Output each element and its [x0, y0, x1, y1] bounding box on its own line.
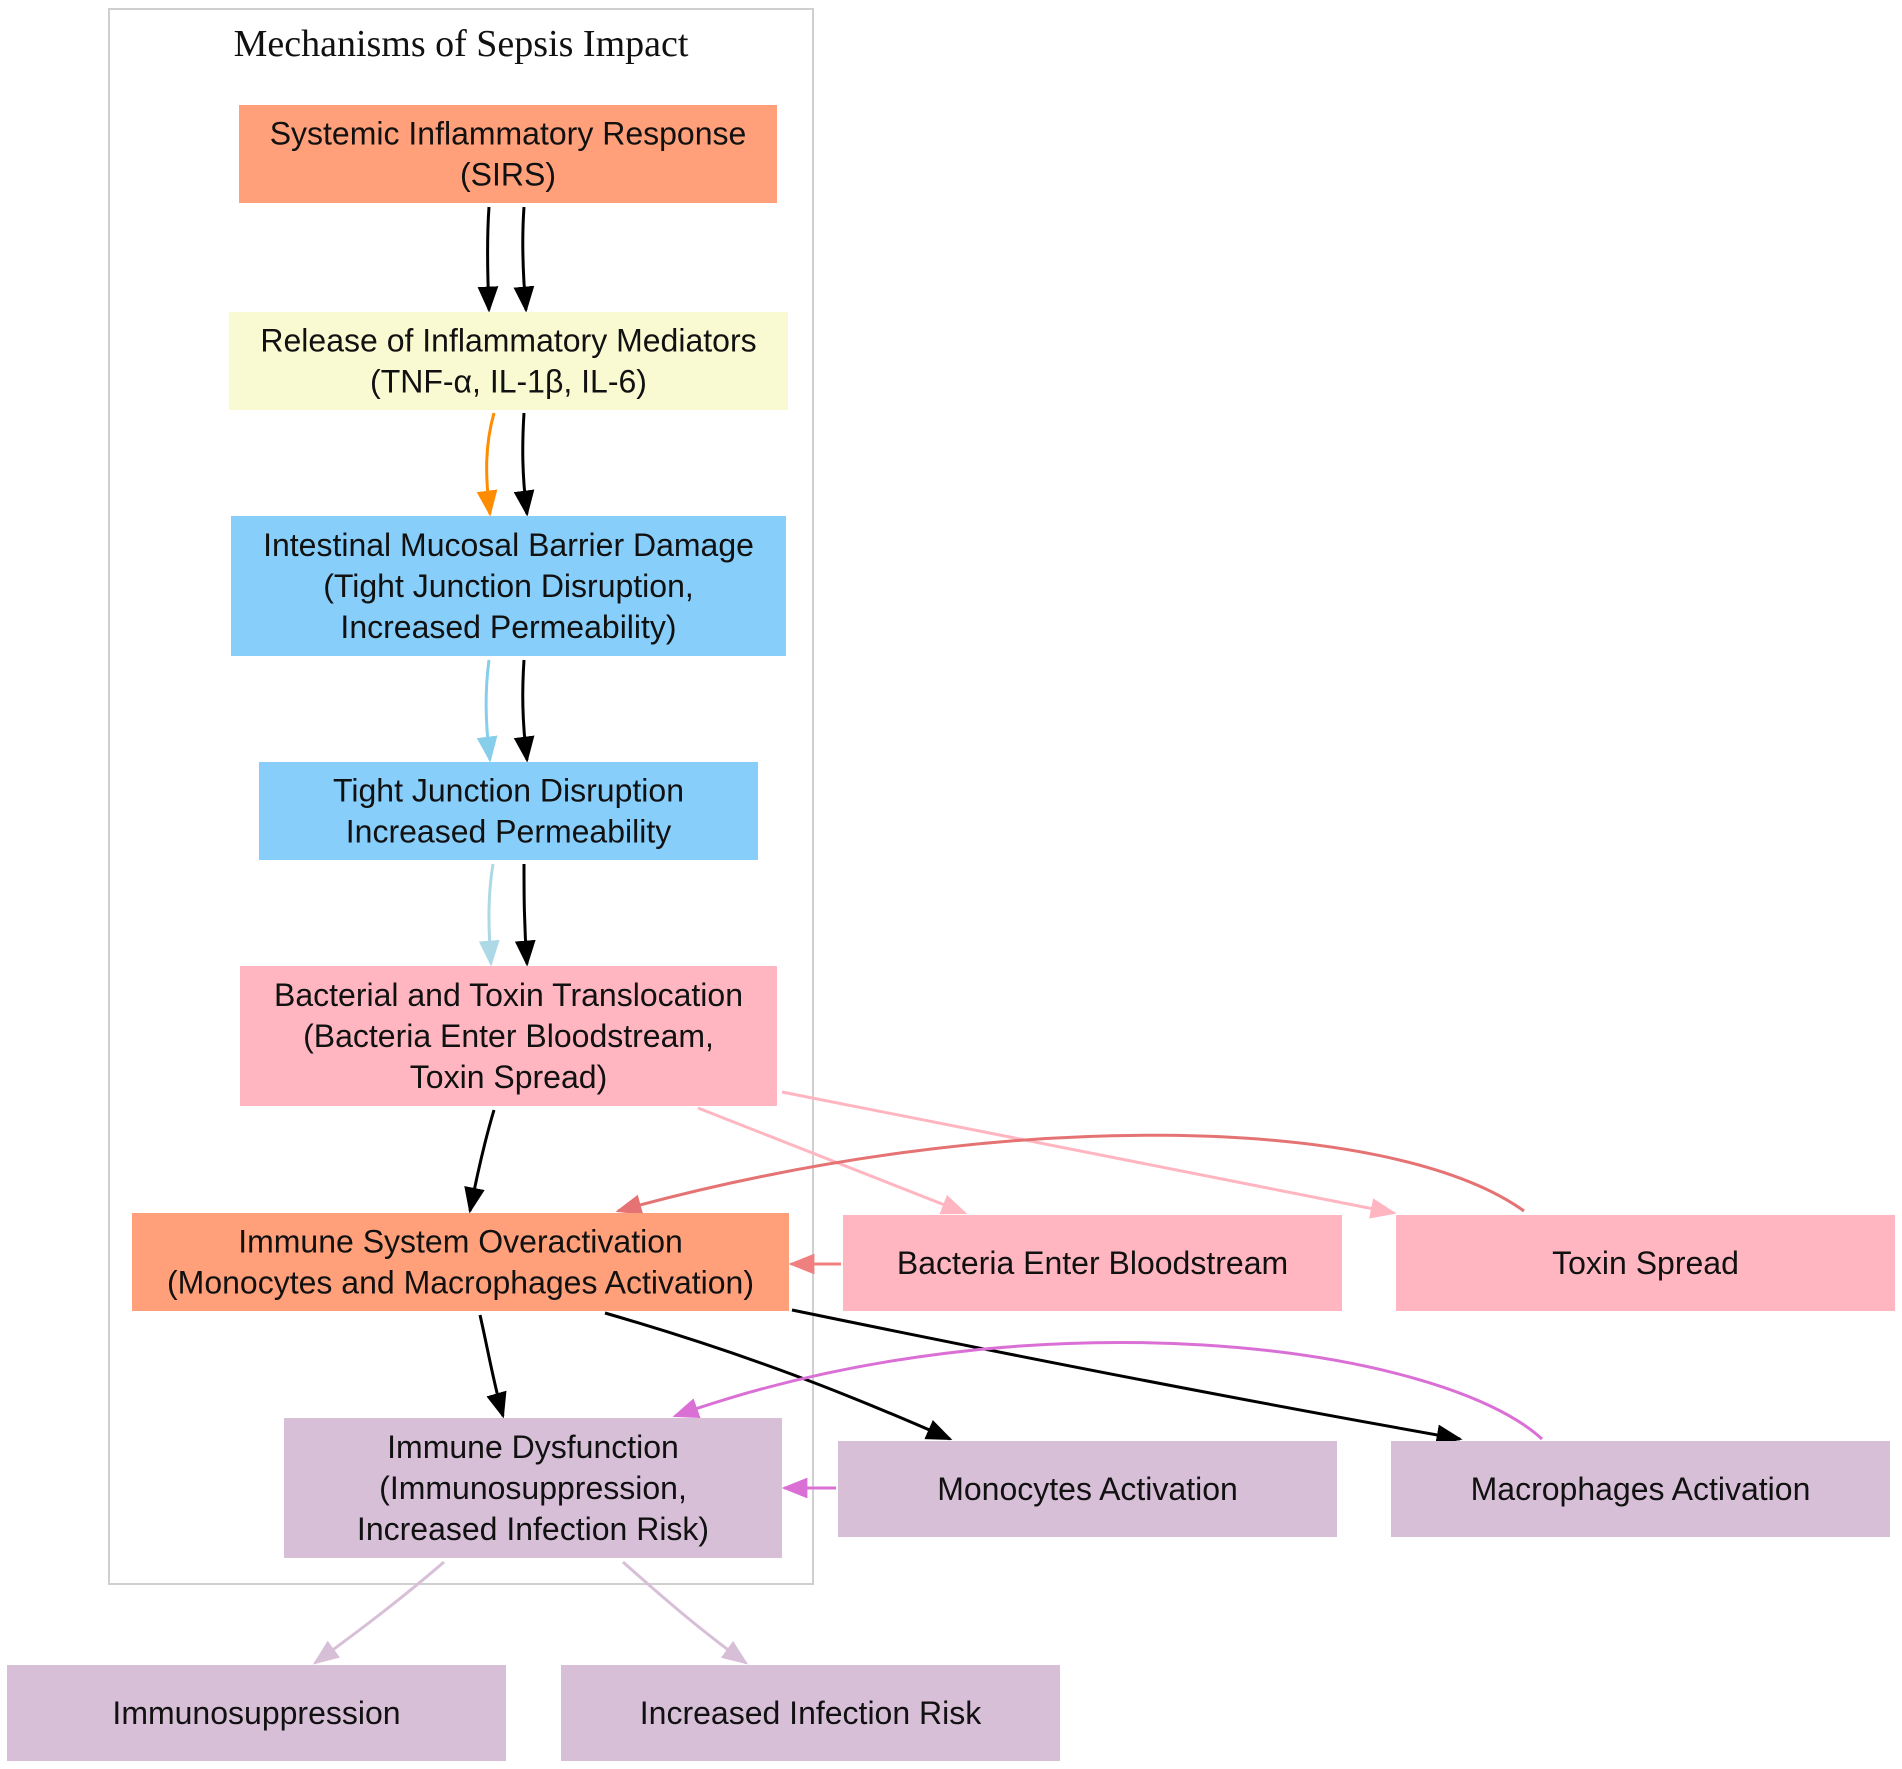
edge-sirs-to-mediators	[513, 206, 535, 313]
node-immunosuppression: Immunosuppression	[7, 1665, 506, 1761]
nodes-layer: Systemic Inflammatory Response (SIRS) Rele…	[7, 105, 1895, 1761]
node-toxin: Toxin Spread	[1396, 1215, 1895, 1311]
node-bloodstream: Bacteria Enter Bloodstream	[843, 1215, 1342, 1311]
node-label-dysfunction: Increased Infection Risk)	[357, 1511, 709, 1547]
node-label-barrier: Increased Permeability)	[340, 609, 676, 645]
node-box-macrophages	[1391, 1441, 1890, 1537]
node-label-sirs: (SIRS)	[460, 157, 556, 193]
node-box-barrier	[231, 516, 786, 656]
node-label-translocation: (Bacteria Enter Bloodstream,	[303, 1018, 714, 1054]
edge-overactivation-to-dysfunction	[478, 1314, 507, 1419]
edges-layer	[312, 206, 1544, 1665]
node-label-mediators: (TNF-α, IL-1β, IL-6)	[370, 364, 647, 400]
node-label-translocation: Toxin Spread)	[410, 1059, 607, 1095]
node-infection-risk: Increased Infection Risk	[561, 1665, 1060, 1761]
node-label-overactivation: (Monocytes and Macrophages Activation)	[167, 1265, 754, 1301]
edge-translocation-to-toxin	[781, 1090, 1397, 1219]
node-label-monocytes: Monocytes Activation	[937, 1471, 1238, 1507]
node-label-sirs: Systemic Inflammatory Response	[270, 116, 747, 152]
node-sirs: Systemic Inflammatory Response (SIRS)	[239, 105, 777, 203]
node-overactivation: Immune System Overactivation (Monocytes a…	[132, 1213, 789, 1311]
edge-toxin-to-overactivation	[615, 1133, 1525, 1215]
node-label-toxin: Toxin Spread	[1552, 1245, 1739, 1281]
edge-overactivation-to-monocytes	[604, 1311, 953, 1441]
edge-mediators-to-barrier	[513, 412, 535, 517]
edge-barrier-to-tight-junction	[513, 659, 535, 763]
node-translocation: Bacterial and Toxin Translocation (Bacter…	[240, 966, 777, 1106]
edge-macrophages-to-dysfunction	[672, 1341, 1544, 1441]
node-box-translocation	[240, 966, 777, 1106]
node-label-immunosuppression: Immunosuppression	[112, 1695, 400, 1731]
node-barrier: Intestinal Mucosal Barrier Damage (Tight …	[231, 516, 786, 656]
edge-overactivation-to-macrophages	[791, 1308, 1463, 1446]
edge-dysfunction-to-immunosuppression	[312, 1560, 445, 1665]
node-box-tight-junction	[259, 762, 758, 860]
edge-translocation-to-overactivation	[464, 1109, 496, 1214]
edge-sirs-to-mediators	[477, 206, 499, 313]
node-box-immunosuppression	[7, 1665, 506, 1761]
node-label-tight-junction: Tight Junction Disruption	[333, 773, 684, 809]
edge-dysfunction-to-infection-risk	[622, 1560, 749, 1665]
node-box-toxin	[1396, 1215, 1895, 1311]
edge-tight-junction-to-translocation	[478, 863, 500, 967]
node-mediators: Release of Inflammatory Mediators (TNF-α,…	[229, 312, 788, 410]
node-box-bloodstream	[843, 1215, 1342, 1311]
node-macrophages: Macrophages Activation	[1391, 1441, 1890, 1537]
node-label-overactivation: Immune System Overactivation	[238, 1224, 683, 1260]
edge-translocation-to-bloodstream	[697, 1106, 968, 1215]
cluster-mechanisms: Mechanisms of Sepsis Impact	[108, 8, 814, 1585]
node-label-dysfunction: Immune Dysfunction	[387, 1429, 679, 1465]
node-label-barrier: Intestinal Mucosal Barrier Damage	[263, 527, 754, 563]
node-box-overactivation	[132, 1213, 789, 1311]
node-box-mediators	[229, 312, 788, 410]
edge-barrier-to-tight-junction	[476, 659, 498, 763]
node-box-infection-risk	[561, 1665, 1060, 1761]
node-label-translocation: Bacterial and Toxin Translocation	[274, 977, 743, 1013]
node-label-tight-junction: Increased Permeability	[346, 814, 671, 850]
node-monocytes: Monocytes Activation	[838, 1441, 1337, 1537]
edge-tight-junction-to-translocation	[514, 863, 536, 967]
node-label-mediators: Release of Inflammatory Mediators	[260, 323, 756, 359]
node-dysfunction: Immune Dysfunction (Immunosuppression, Inc…	[284, 1418, 782, 1558]
node-label-dysfunction: (Immunosuppression,	[379, 1470, 687, 1506]
node-label-barrier: (Tight Junction Disruption,	[323, 568, 694, 604]
node-label-macrophages: Macrophages Activation	[1471, 1471, 1811, 1507]
cluster-border	[108, 8, 814, 1585]
cluster-title: Mechanisms of Sepsis Impact	[234, 23, 689, 65]
node-box-sirs	[239, 105, 777, 203]
node-label-infection-risk: Increased Infection Risk	[640, 1695, 983, 1731]
node-box-dysfunction	[284, 1418, 782, 1558]
edge-mediators-to-barrier	[476, 412, 498, 517]
node-box-monocytes	[838, 1441, 1337, 1537]
node-label-bloodstream: Bacteria Enter Bloodstream	[897, 1245, 1288, 1281]
